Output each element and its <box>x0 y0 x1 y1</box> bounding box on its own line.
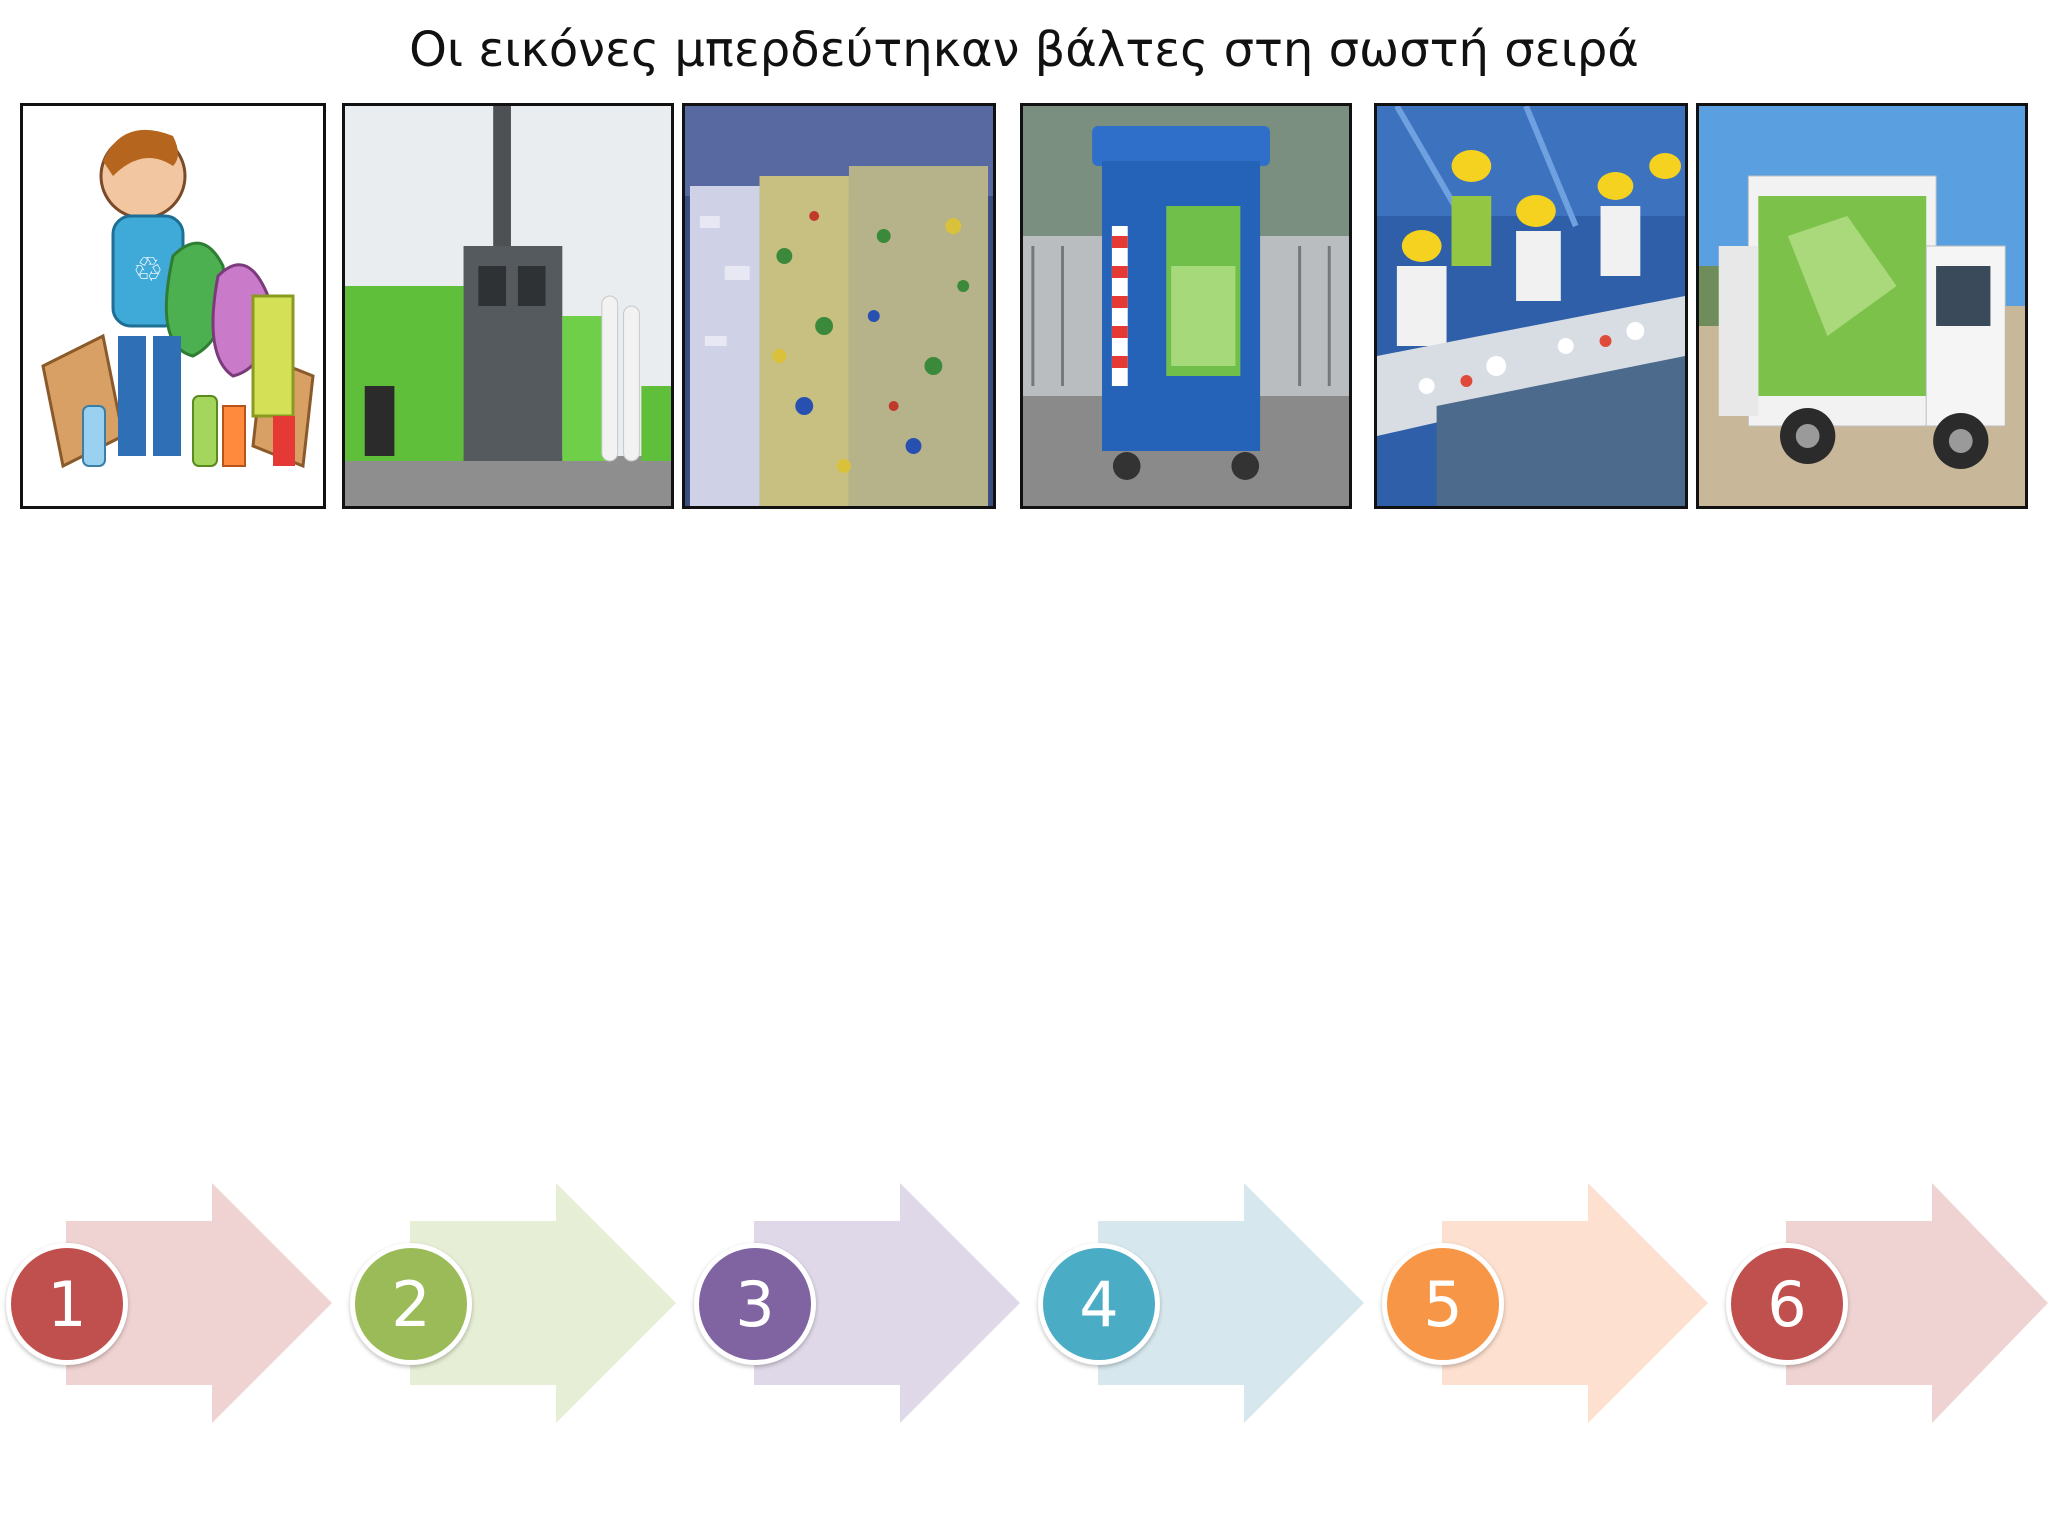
image-recycling-boy[interactable]: ♲ <box>20 103 326 509</box>
step-6-number: 6 <box>1726 1243 1848 1365</box>
image-sorting-workers[interactable] <box>1374 103 1688 509</box>
recycled-bales-photo <box>685 106 993 506</box>
step-2-number: 2 <box>350 1243 472 1365</box>
step-5-number: 5 <box>1382 1243 1504 1365</box>
recycling-plant-photo <box>345 106 671 506</box>
blue-bin-photo <box>1023 106 1349 506</box>
recycling-boy-illustration: ♲ <box>23 106 323 506</box>
image-recycling-plant[interactable] <box>342 103 674 509</box>
slide-title: Οι εικόνες μπερδεύτηκαν βάλτες στη σωστή… <box>409 22 1639 78</box>
svg-text:♲: ♲ <box>133 250 163 290</box>
image-blue-bin[interactable] <box>1020 103 1352 509</box>
step-3-arrow <box>754 1183 1020 1423</box>
sorting-workers-photo <box>1377 106 1685 506</box>
image-recycled-bales[interactable] <box>682 103 996 509</box>
step-2-arrow <box>410 1183 676 1423</box>
step-4-number: 4 <box>1038 1243 1160 1365</box>
image-recycling-truck[interactable] <box>1696 103 2028 509</box>
step-1-arrow <box>66 1183 332 1423</box>
step-5-arrow <box>1442 1183 1708 1423</box>
recycling-truck-photo <box>1699 106 2025 506</box>
step-4-arrow <box>1098 1183 1364 1423</box>
step-3-number: 3 <box>694 1243 816 1365</box>
step-1-number: 1 <box>6 1243 128 1365</box>
step-6-arrow <box>1786 1183 2048 1423</box>
